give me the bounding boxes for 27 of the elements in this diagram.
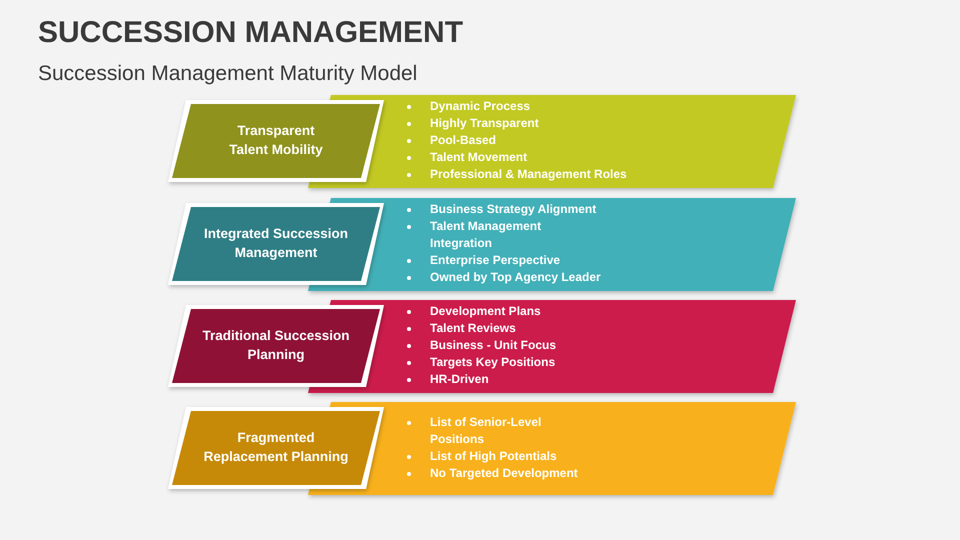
bullet-item: HR-Driven — [430, 371, 556, 388]
bullet-item: Talent Movement — [430, 149, 627, 166]
bullet-item: List of High Potentials — [430, 448, 578, 464]
bullet-item: Talent Management Integration — [430, 218, 560, 252]
level-title: Fragmented Replacement Planning — [202, 429, 350, 466]
subtitle: Succession Management Maturity Model — [38, 61, 418, 86]
level-title: Integrated Succession Management — [202, 225, 350, 262]
level-label — [168, 407, 384, 489]
level-label — [168, 305, 384, 387]
title: SUCCESSION MANAGEMENT — [38, 16, 464, 49]
bullet-item: Dynamic Process — [430, 98, 627, 115]
level-title: Transparent Talent Mobility — [228, 122, 324, 159]
bullet-item: Development Plans — [430, 303, 556, 320]
bullet-item: Business - Unit Focus — [430, 337, 556, 354]
level-title: Traditional Succession Planning — [201, 327, 351, 364]
level-label — [168, 203, 384, 285]
bullet-item: Talent Reviews — [430, 320, 556, 337]
bullet-item: Highly Transparent — [430, 115, 627, 132]
bullet-item: Owned by Top Agency Leader — [430, 269, 601, 286]
bullet-item: Pool-Based — [430, 132, 627, 149]
bullet-item: List of Senior-Level Positions — [430, 414, 560, 448]
bullet-item: Enterprise Perspective — [430, 252, 601, 269]
bullet-item: No Targeted Development — [430, 464, 578, 482]
bullet-item: Professional & Management Roles — [430, 166, 627, 183]
bullet-item: Business Strategy Alignment — [430, 201, 601, 218]
bullet-item: Targets Key Positions — [430, 354, 556, 371]
level-label — [168, 100, 384, 182]
